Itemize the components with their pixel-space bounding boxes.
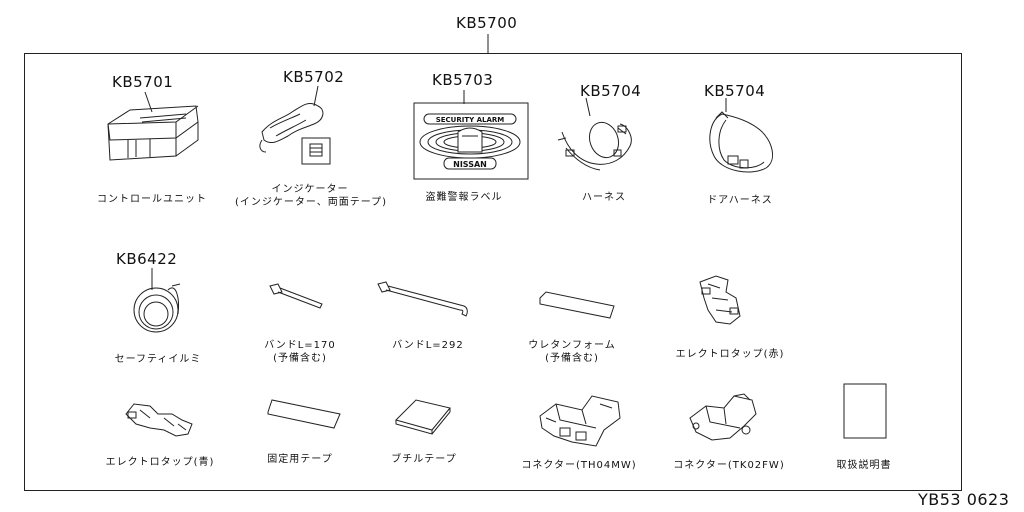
instruction-manual-drawing xyxy=(843,383,887,439)
part-label-7: バンドL=170 xyxy=(264,340,336,351)
part-label-11: エレクトロタップ(青) xyxy=(105,457,215,468)
door-harness-drawing xyxy=(709,98,774,173)
part-label-8: バンドL=292 xyxy=(392,340,464,351)
butyl-tape-drawing xyxy=(395,399,451,435)
part-label-7b: (予備含む) xyxy=(273,353,327,364)
electro-tap-red-drawing xyxy=(699,275,741,325)
indicator-drawing xyxy=(259,85,331,165)
label-art-top: SECURITY ALARM xyxy=(436,116,505,124)
footer-code: YB53 0623 xyxy=(918,490,1010,509)
part-label-14: コネクター(TH04MW) xyxy=(521,460,637,471)
band-292-drawing xyxy=(377,281,468,317)
part-code-5: KB5704 xyxy=(704,82,766,100)
fixing-tape-drawing xyxy=(267,399,341,429)
band-170-drawing xyxy=(269,283,323,309)
part-label-13: ブチルテープ xyxy=(391,454,457,465)
diagram-frame xyxy=(24,53,962,491)
connector-tk02fw-drawing xyxy=(689,393,757,441)
part-label-2: インジケーター xyxy=(271,184,349,195)
part-code-4: KB5704 xyxy=(580,82,642,100)
security-label-drawing: SECURITY ALARM NISSAN xyxy=(413,90,529,180)
part-label-5: ドアハーネス xyxy=(707,195,773,206)
part-label-4: ハーネス xyxy=(582,192,626,203)
urethane-foam-drawing xyxy=(539,291,615,319)
title-code: KB5700 xyxy=(456,14,518,32)
harness-drawing xyxy=(557,97,632,171)
part-label-6: セーフティイルミ xyxy=(114,354,202,365)
safety-illumination-drawing xyxy=(133,268,181,333)
part-label-15: コネクター(TK02FW) xyxy=(673,460,785,471)
part-code-2: KB5702 xyxy=(283,68,345,86)
part-label-9b: (予備含む) xyxy=(545,353,599,364)
connector-th04mw-drawing xyxy=(539,395,621,447)
part-label-2b: (インジケーター、両面テープ) xyxy=(234,197,388,208)
part-code-1: KB5701 xyxy=(112,73,174,91)
label-art-bottom: NISSAN xyxy=(453,160,487,169)
part-label-12: 固定用テープ xyxy=(267,454,333,465)
part-label-3: 盗難警報ラベル xyxy=(425,192,503,203)
control-unit-drawing xyxy=(107,91,199,161)
part-label-10: エレクトロタップ(赤) xyxy=(675,349,785,360)
part-label-16: 取扱説明書 xyxy=(836,460,892,471)
electro-tap-blue-drawing xyxy=(125,403,193,437)
part-code-3: KB5703 xyxy=(432,71,494,89)
part-code-6: KB6422 xyxy=(116,250,178,268)
part-label-9: ウレタンフォーム xyxy=(528,340,616,351)
part-label-1: コントロールユニット xyxy=(97,194,207,205)
